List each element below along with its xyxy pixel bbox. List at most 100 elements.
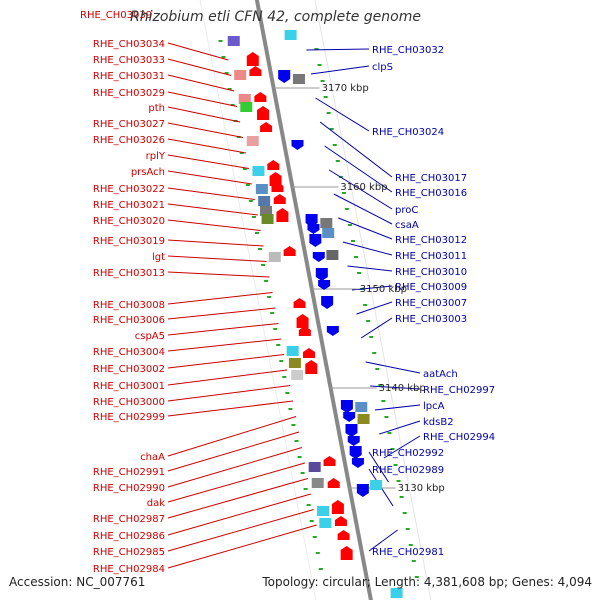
track-tick <box>239 152 244 154</box>
track-tick <box>288 408 293 410</box>
track-tick <box>357 272 362 274</box>
track-tick <box>221 56 226 58</box>
forward-gene-arrow <box>269 172 282 186</box>
forward-gene-arrow <box>273 194 286 204</box>
gene-label-right: RHE_CH03017 <box>395 173 467 184</box>
gene-label-right: RHE_CH02981 <box>372 547 444 558</box>
gene-label-leader <box>306 48 370 51</box>
gene-label-leader <box>368 529 398 552</box>
gene-label-leader <box>167 170 252 185</box>
guide-line <box>199 0 317 600</box>
gene-label-leader <box>167 203 258 216</box>
track-tick <box>297 456 302 458</box>
track-tick <box>354 256 359 258</box>
track-tick <box>273 328 278 330</box>
gene-label-left: RHE_CH03006 <box>93 315 165 326</box>
scale-mark-label: 3130 kbp <box>398 483 445 494</box>
gene-label-right: RHE_CH03007 <box>395 298 467 309</box>
gene-label-leader <box>365 361 421 374</box>
gene-label-left: RHE_CH02991 <box>93 467 165 478</box>
track-tick <box>335 160 340 162</box>
gene-label-left: RHE_CH03013 <box>93 268 165 279</box>
reverse-gene-arrow <box>347 436 360 446</box>
forward-gene-arrow <box>283 246 296 256</box>
reverse-gene-arrow <box>315 268 328 281</box>
track-tick <box>294 440 299 442</box>
gene-label-right: RHE_CH03024 <box>372 127 444 138</box>
track-tick <box>332 144 337 146</box>
reverse-gene-arrow <box>291 140 304 150</box>
top-cut-label: RHE_CH03039 <box>80 10 152 21</box>
track-tick <box>369 336 374 338</box>
forward-gene-arrow <box>249 66 262 76</box>
gene-label-leader <box>379 420 421 435</box>
track-tick <box>366 320 371 322</box>
track-tick <box>372 352 377 354</box>
gene-label-right: proC <box>395 205 418 216</box>
reverse-gene-arrow <box>312 252 325 262</box>
gene-label-leader <box>167 255 267 262</box>
gene-label-leader <box>167 292 273 305</box>
track-tick <box>303 488 308 490</box>
gene-box <box>319 518 332 528</box>
forward-gene-arrow <box>254 92 267 102</box>
gene-box <box>261 214 274 224</box>
track-tick <box>254 232 259 234</box>
gene-label-leader <box>167 42 229 61</box>
reverse-gene-arrow <box>343 412 356 422</box>
gene-label-left: RHE_CH03020 <box>93 216 165 227</box>
track-tick <box>411 560 416 562</box>
gene-label-leader <box>167 338 282 352</box>
gene-label-leader <box>310 65 370 75</box>
topology-stats: Topology: circular; Length: 4,381,608 bp… <box>262 575 592 589</box>
forward-gene-arrow <box>276 208 289 222</box>
gene-label-left: chaA <box>140 452 165 463</box>
gene-box <box>308 462 321 472</box>
gene-label-left: cspA5 <box>135 331 165 342</box>
forward-gene-arrow <box>303 348 316 358</box>
track-tick <box>224 72 229 74</box>
gene-label-leader <box>347 265 393 272</box>
gene-label-leader <box>383 435 421 459</box>
track-tick <box>230 104 235 106</box>
gene-box <box>234 70 247 80</box>
track-tick <box>347 224 352 226</box>
gene-label-right: kdsB2 <box>423 417 454 428</box>
gene-label-leader <box>167 138 247 154</box>
track-tick <box>363 304 368 306</box>
scale-mark-label: 3150 kbp <box>360 284 407 295</box>
track-tick <box>285 392 290 394</box>
gene-label-leader <box>324 145 393 193</box>
gene-label-left: rplY <box>146 151 166 162</box>
reverse-gene-arrow <box>318 280 331 290</box>
gene-label-leader <box>342 241 393 256</box>
track-tick <box>279 360 284 362</box>
gene-box <box>317 506 330 516</box>
gene-label-left: RHE_CH03000 <box>93 397 165 408</box>
gene-label-leader <box>370 385 421 390</box>
genome-title: Rhizobium etli CFN 42, complete genome <box>130 9 421 25</box>
gene-label-right: lpcA <box>423 401 445 412</box>
gene-label-leader <box>167 74 235 92</box>
track-tick <box>248 200 253 202</box>
gene-label-left: RHE_CH02984 <box>93 564 165 575</box>
track-tick <box>218 40 223 42</box>
gene-box <box>390 588 403 598</box>
gene-label-leader <box>167 354 285 369</box>
gene-label-leader <box>167 431 300 472</box>
gene-label-right: RHE_CH03012 <box>395 235 467 246</box>
gene-label-right: clpS <box>372 62 393 73</box>
gene-label-leader <box>167 447 303 488</box>
gene-label-left: RHE_CH03001 <box>93 381 165 392</box>
gene-label-left: RHE_CH03002 <box>93 364 165 375</box>
gene-label-left: RHE_CH03021 <box>93 200 165 211</box>
gene-label-right: RHE_CH03011 <box>395 251 467 262</box>
track-tick <box>381 400 386 402</box>
track-tick <box>384 416 389 418</box>
gene-box <box>252 166 265 176</box>
gene-label-left: RHE_CH03034 <box>93 39 165 50</box>
gene-label-left: RHE_CH03019 <box>93 236 165 247</box>
track-tick <box>405 528 410 530</box>
gene-label-leader <box>167 187 255 200</box>
track-tick <box>300 472 305 474</box>
